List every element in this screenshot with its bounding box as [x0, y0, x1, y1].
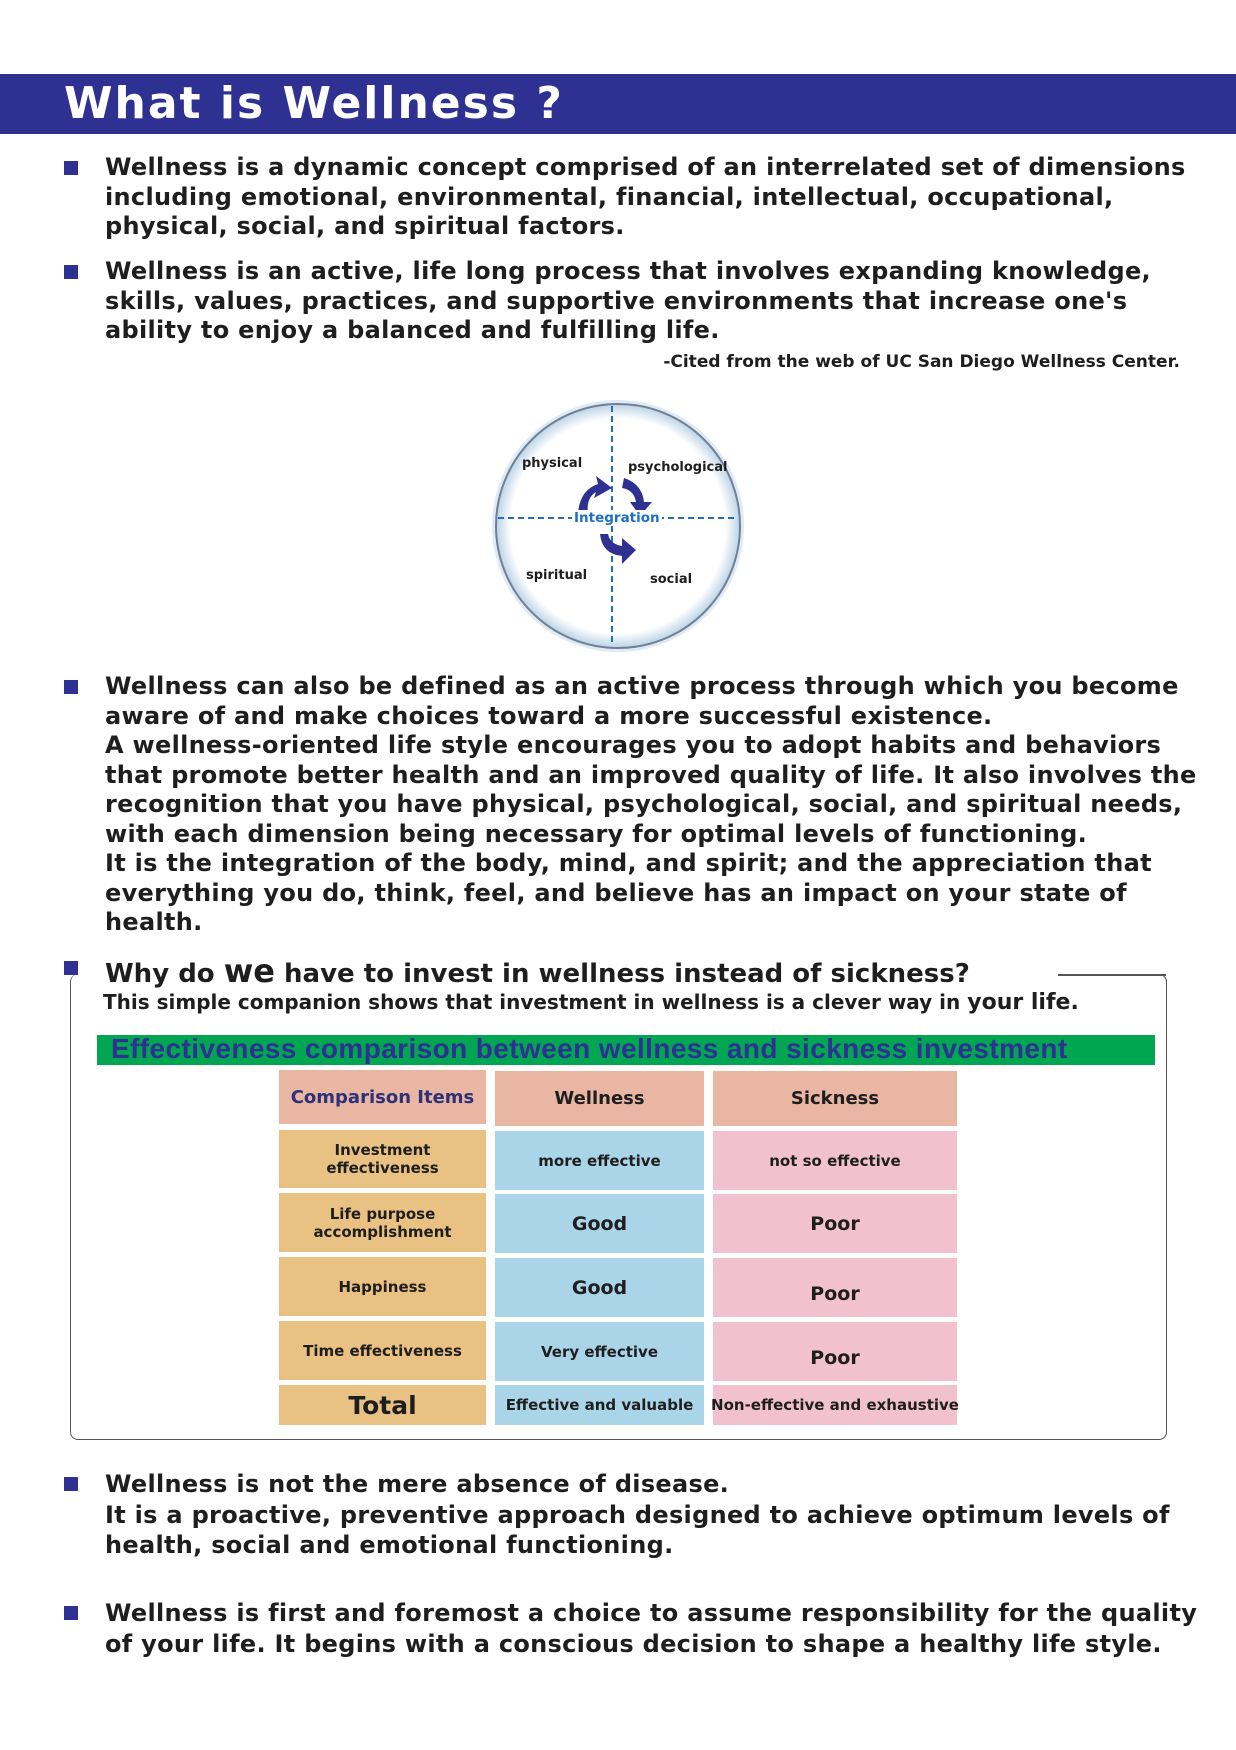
why-heading: Why do we have to invest in wellness ins…: [105, 952, 970, 990]
bullet-2: [64, 265, 78, 279]
row-item-life-purpose: Life purpose accomplishment: [279, 1193, 486, 1252]
title-bar: What is Wellness ?: [0, 74, 1236, 134]
paragraph-5: Wellness is first and foremost a choice …: [105, 1599, 1198, 1658]
comparison-title-bar: Effectiveness comparison between wellnes…: [97, 1033, 1155, 1065]
row-wellness-life-purpose: Good: [495, 1194, 704, 1253]
row-sickness-happiness: Poor: [713, 1258, 957, 1317]
bullet-1: [64, 161, 78, 175]
paragraph-3: Wellness can also be defined as an activ…: [105, 672, 1197, 936]
companion-text: This simple companion shows that investm…: [103, 990, 1079, 1015]
row-wellness-happiness: Good: [495, 1258, 704, 1317]
comparison-box: [70, 974, 1167, 1440]
diagram-circle: [492, 400, 744, 652]
row-sickness-investment: not so effective: [713, 1131, 957, 1190]
row-wellness-investment: more effective: [495, 1131, 704, 1190]
header-sickness: Sickness: [713, 1071, 957, 1126]
header-wellness: Wellness: [495, 1071, 704, 1126]
row-item-happiness: Happiness: [279, 1257, 486, 1316]
comparison-title: Effectiveness comparison between wellnes…: [111, 1033, 1068, 1064]
diagram-label-spiritual: spiritual: [526, 568, 588, 583]
diagram-label-social: social: [650, 572, 693, 587]
row-item-investment: Investment effectiveness: [279, 1130, 486, 1188]
row-item-time: Time effectiveness: [279, 1321, 486, 1380]
box-top-corner: [1150, 974, 1167, 991]
header-comparison-items: Comparison Items: [279, 1070, 486, 1124]
diagram-label-psychological: psychological: [628, 460, 728, 475]
bullet-5: [64, 1477, 78, 1491]
row-sickness-total: Non-effective and exhaustive: [711, 1385, 959, 1425]
row-sickness-life-purpose: Poor: [713, 1194, 957, 1253]
bullet-6: [64, 1606, 78, 1620]
integration-diagram: physical psychological spiritual social …: [490, 398, 746, 654]
cycle-arrow-icon: [578, 476, 652, 564]
citation: -Cited from the web of UC San Diego Well…: [663, 352, 1180, 372]
box-top-line: [1058, 974, 1166, 976]
row-wellness-time: Very effective: [495, 1322, 704, 1381]
diagram-center-label: Integration: [572, 510, 662, 526]
row-wellness-total: Effective and valuable: [495, 1385, 704, 1425]
diagram-label-physical: physical: [522, 456, 583, 471]
bullet-4: [64, 961, 78, 975]
row-sickness-time: Poor: [713, 1322, 957, 1381]
paragraph-4: Wellness is not the mere absence of dise…: [105, 1470, 1170, 1559]
paragraph-1: Wellness is a dynamic concept comprised …: [105, 153, 1186, 240]
row-item-total: Total: [279, 1385, 486, 1425]
bullet-3: [64, 680, 78, 694]
paragraph-2: Wellness is an active, life long process…: [105, 257, 1151, 344]
page-title: What is Wellness ?: [64, 78, 564, 129]
